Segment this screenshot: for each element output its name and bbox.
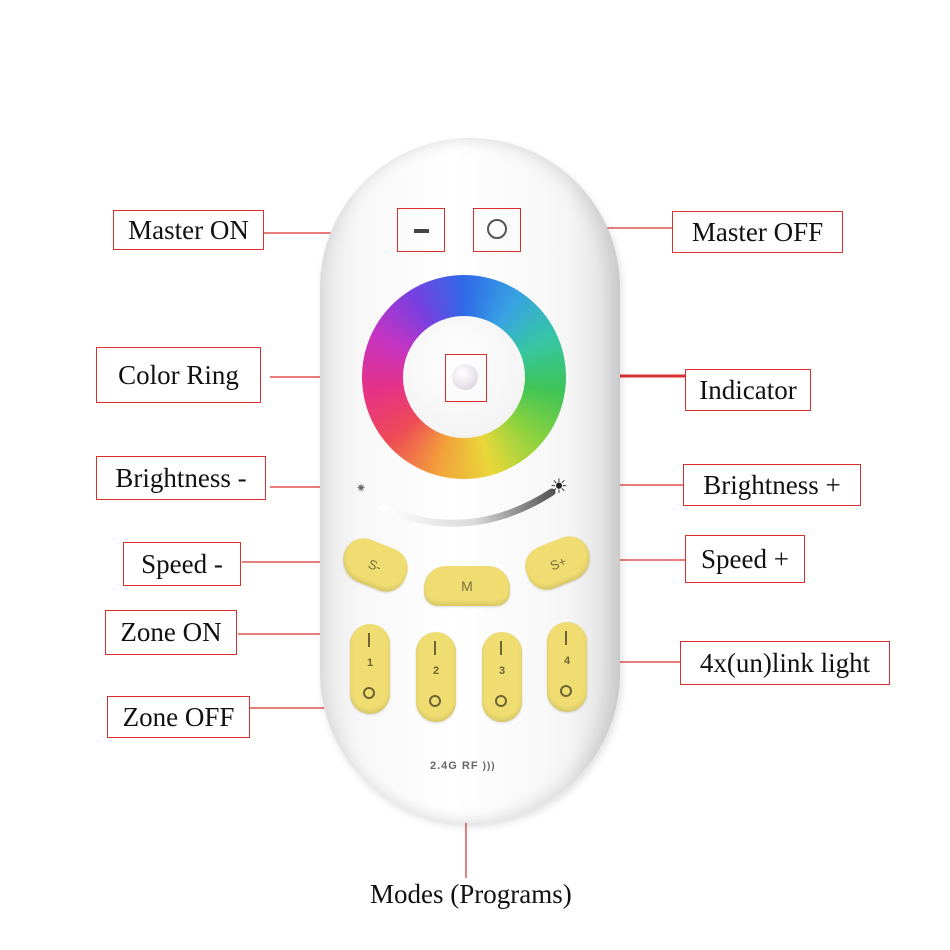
zone-button-3[interactable]: 3 [482,632,522,722]
label-color-ring: Color Ring [96,347,261,403]
indicator-light [452,364,478,390]
on-bar-icon [500,641,502,655]
master-off-button[interactable] [473,208,521,252]
zone-number: 2 [432,665,440,677]
dash-icon [414,229,429,233]
speed-minus-text: S- [366,555,384,575]
label-brightness-plus: Brightness + [683,464,861,506]
on-bar-icon [434,641,436,655]
off-circle-icon [495,695,507,707]
label-zone-off: Zone OFF [107,696,250,738]
zone-number: 3 [498,665,506,677]
label-modes: Modes (Programs) [370,879,572,909]
off-circle-icon [363,687,375,699]
sun-large-icon: ☀ [550,474,568,498]
label-link-light: 4x(un)link light [680,641,890,685]
label-master-off: Master OFF [672,211,843,253]
rf-marking: 2.4G RF ))) [430,760,496,772]
mode-button[interactable]: M [424,566,510,606]
mode-text: M [461,578,473,594]
rf-text: 2.4G RF [430,760,479,772]
zone-button-4[interactable]: 4 [547,622,587,712]
on-bar-icon [565,631,567,645]
label-speed-plus: Speed + [685,535,805,583]
zone-number: 1 [366,657,374,669]
zone-button-2[interactable]: 2 [416,632,456,722]
off-circle-icon [429,695,441,707]
on-bar-icon [368,633,370,647]
label-indicator: Indicator [685,369,811,411]
off-circle-icon [560,685,572,697]
zone-button-1[interactable]: 1 [350,624,390,714]
master-on-button[interactable] [397,208,445,252]
label-brightness-minus: Brightness - [96,456,266,500]
sun-small-icon: ✷ [356,481,367,495]
label-zone-on: Zone ON [105,610,237,655]
label-speed-minus: Speed - [123,542,241,586]
circle-icon [487,219,507,239]
indicator-highlight-box [445,354,487,402]
wifi-icon: ))) [482,761,496,772]
zone-number: 4 [563,655,571,667]
speed-plus-text: S+ [547,553,569,574]
label-master-on: Master ON [113,210,264,250]
